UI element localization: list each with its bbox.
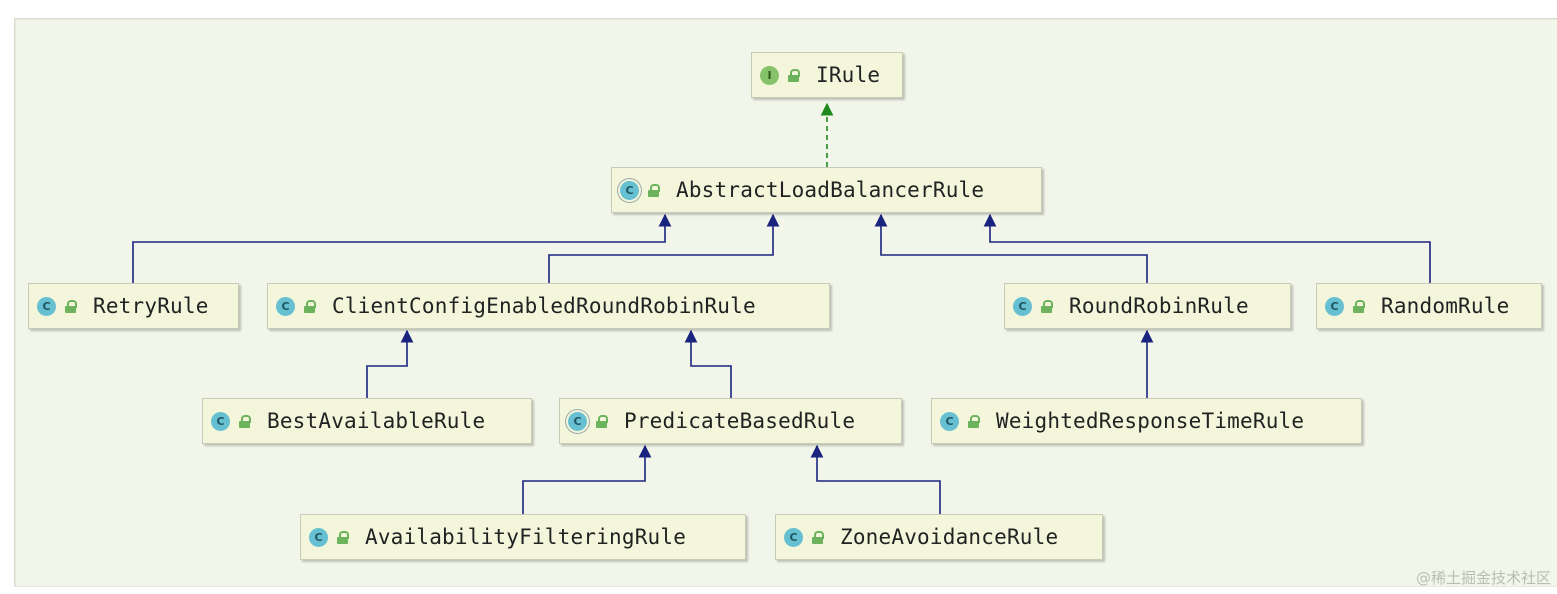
class-icon: C	[211, 411, 230, 431]
class-icon: C	[37, 296, 56, 316]
class-name: AbstractLoadBalancerRule	[676, 178, 985, 202]
public-lock-icon	[336, 530, 349, 544]
public-lock-icon	[967, 414, 980, 428]
watermark: @稀土掘金技术社区	[1415, 569, 1551, 587]
edge-zone-to-predicate	[810, 444, 941, 514]
class-node-clientconfig[interactable]: C ClientConfigEnabledRoundRobinRule	[267, 283, 830, 329]
class-name: WeightedResponseTimeRule	[996, 409, 1305, 433]
class-node-random[interactable]: C RandomRule	[1316, 283, 1542, 329]
edge-roundrobin-to-abstract	[874, 213, 1148, 283]
class-node-roundrobin[interactable]: C RoundRobinRule	[1004, 283, 1291, 329]
class-node-weighted[interactable]: C WeightedResponseTimeRule	[931, 398, 1362, 444]
public-lock-icon	[647, 183, 660, 197]
class-name: RandomRule	[1381, 294, 1510, 318]
public-lock-icon	[595, 414, 608, 428]
class-name: RetryRule	[93, 294, 209, 318]
class-icon: C	[309, 527, 328, 547]
class-icon: C	[784, 527, 803, 547]
edge-availability-to-predicate	[522, 444, 652, 514]
edge-retry-to-abstract	[132, 213, 672, 283]
class-name: PredicateBasedRule	[624, 409, 856, 433]
class-name: BestAvailableRule	[267, 409, 486, 433]
edge-bestavailable-to-clientconfig	[366, 329, 414, 398]
class-icon: C	[940, 411, 959, 431]
abstract-class-icon: C	[620, 180, 639, 200]
edge-clientconfig-to-abstract	[548, 213, 780, 283]
class-name: AvailabilityFilteringRule	[365, 525, 687, 549]
class-node-irule[interactable]: I IRule	[751, 52, 903, 98]
abstract-class-icon: C	[568, 411, 587, 431]
class-icon: C	[1013, 296, 1032, 316]
class-node-bestavailable[interactable]: C BestAvailableRule	[202, 398, 532, 444]
interface-icon: I	[760, 65, 779, 85]
class-node-availability[interactable]: C AvailabilityFilteringRule	[300, 514, 746, 560]
class-node-zone[interactable]: C ZoneAvoidanceRule	[775, 514, 1103, 560]
public-lock-icon	[1352, 299, 1365, 313]
public-lock-icon	[787, 68, 800, 82]
edge-predicate-to-clientconfig	[684, 329, 732, 398]
class-icon: C	[276, 296, 295, 316]
public-lock-icon	[811, 530, 824, 544]
class-icon: C	[1325, 296, 1344, 316]
class-name: ClientConfigEnabledRoundRobinRule	[332, 294, 756, 318]
class-name: RoundRobinRule	[1069, 294, 1249, 318]
class-node-predicate[interactable]: C PredicateBasedRule	[559, 398, 902, 444]
class-name: ZoneAvoidanceRule	[840, 525, 1059, 549]
public-lock-icon	[1040, 299, 1053, 313]
class-node-retry[interactable]: C RetryRule	[28, 283, 239, 329]
class-name: IRule	[816, 63, 881, 87]
public-lock-icon	[303, 299, 316, 313]
class-node-abstract[interactable]: C AbstractLoadBalancerRule	[611, 167, 1042, 213]
edge-random-to-abstract	[983, 213, 1431, 283]
public-lock-icon	[64, 299, 77, 313]
public-lock-icon	[238, 414, 251, 428]
